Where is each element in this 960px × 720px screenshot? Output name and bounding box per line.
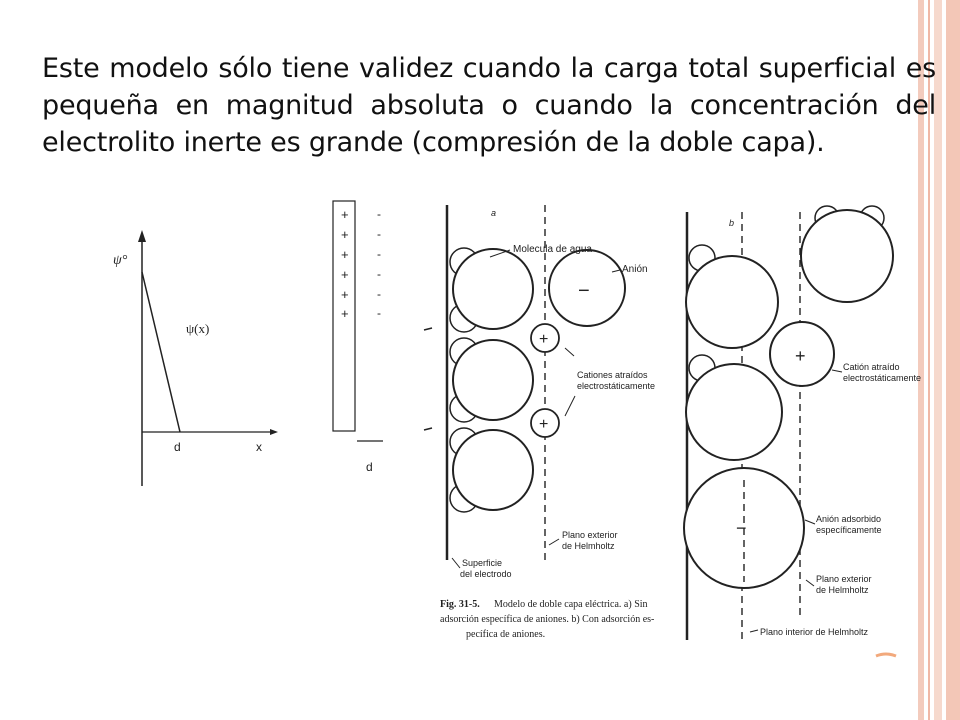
hydrated-cation <box>452 248 534 330</box>
leader-line <box>831 369 843 373</box>
plus-sign: + <box>341 267 349 282</box>
surface-mark <box>423 427 433 431</box>
cation-label-1: Catión atraído <box>843 362 900 372</box>
hydrated-cation <box>800 209 894 303</box>
plus-sign: + <box>341 306 349 321</box>
hydrated-cation <box>685 363 783 461</box>
anion-ads-label-2: específicamente <box>816 525 882 535</box>
outer-plane-label-1: Plano exterior <box>562 530 618 540</box>
hydrated-cation <box>452 429 534 511</box>
figure-b <box>683 205 894 640</box>
cation-label-1: Cationes atraídos <box>577 370 648 380</box>
anion-sign: − <box>736 518 747 538</box>
outer-plane-label-2: de Helmholtz <box>562 541 615 551</box>
leader-line <box>548 538 560 546</box>
leader-line <box>805 579 815 587</box>
minus-sign: - <box>377 267 381 281</box>
cation-label-2: electrostáticamente <box>577 381 655 391</box>
surface-label-2: del electrodo <box>460 569 512 579</box>
caption-fig-number: Fig. 31-5. <box>440 599 480 610</box>
leader-line <box>451 557 461 569</box>
hydrated-cation <box>685 255 779 349</box>
psi0-label: ψ° <box>113 253 128 268</box>
plus-sign: + <box>341 247 349 262</box>
cation-circle <box>530 408 560 438</box>
minus-sign: - <box>377 306 381 320</box>
potential-graph <box>138 230 278 486</box>
cation-sign: + <box>795 346 806 366</box>
y-axis-arrow <box>138 230 146 242</box>
border-stripe <box>928 0 930 720</box>
surface-mark <box>423 327 433 331</box>
anion-sign: − <box>578 280 590 302</box>
anion-circle <box>548 249 626 327</box>
minus-sign: - <box>377 207 381 221</box>
x-axis-arrow <box>270 429 278 435</box>
potential-line <box>141 271 181 433</box>
leader-line <box>804 519 816 525</box>
plus-sign: + <box>341 287 349 302</box>
hydrated-cation <box>452 339 534 421</box>
outer-plane-label-2: de Helmholtz <box>816 585 869 595</box>
plus-sign: + <box>341 227 349 242</box>
plate-d-label: d <box>366 460 373 474</box>
caption-line-1: Modelo de doble capa eléctrica. a) Sin <box>494 599 648 610</box>
border-stripe <box>918 0 924 720</box>
minus-sign: - <box>377 287 381 301</box>
water-label: Molecula de agua <box>513 244 592 255</box>
caption-line-2: adsorción específica de aniones. b) Con … <box>440 614 654 625</box>
anion-label: Anión <box>622 264 648 275</box>
decorative-mark <box>875 652 897 658</box>
surface-label-1: Superficie <box>462 558 502 568</box>
minus-sign: - <box>377 227 381 241</box>
anion-ads-label-1: Anión adsorbido <box>816 514 881 524</box>
plus-sign: + <box>341 207 349 222</box>
minus-sign: - <box>377 247 381 261</box>
leader-line <box>564 395 576 417</box>
slide-paragraph: Este modelo sólo tiene validez cuando la… <box>42 53 936 158</box>
border-stripe <box>946 0 960 720</box>
figure-a <box>423 205 626 569</box>
leader-line <box>749 629 759 633</box>
caption-line-3: pecífica de aniones. <box>466 629 545 640</box>
cation-circle <box>530 323 560 353</box>
leader-line <box>564 347 575 357</box>
cation-sign: + <box>539 416 548 433</box>
graph-d-label: d <box>174 440 181 454</box>
plate-diagram: + + + + + + - - - - - - d <box>332 200 383 474</box>
panel-b-label: b <box>729 218 734 228</box>
cation-sign: + <box>539 331 548 348</box>
charged-plate <box>332 200 356 432</box>
graph-x-label: x <box>256 440 262 454</box>
leader-line <box>489 249 511 258</box>
leader-line <box>611 269 621 273</box>
cation-circle <box>769 321 835 387</box>
cation-label-2: electrostáticamente <box>843 373 921 383</box>
psix-label: ψ(x) <box>186 321 209 336</box>
inner-plane-label: Plano interior de Helmholtz <box>760 627 869 637</box>
outer-plane-label-1: Plano exterior <box>816 574 872 584</box>
border-stripe <box>934 0 942 720</box>
panel-a-label: a <box>491 208 496 218</box>
